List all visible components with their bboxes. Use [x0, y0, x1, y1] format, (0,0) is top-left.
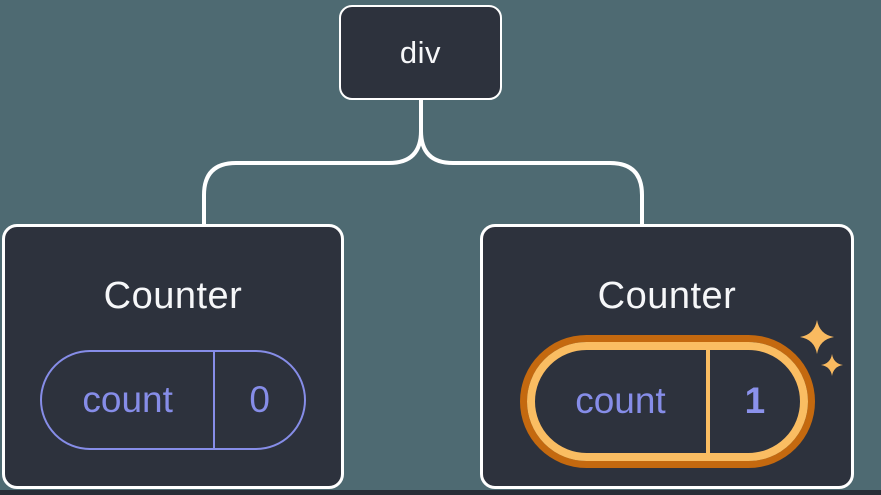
- state-pill-highlighted: count 1: [526, 341, 808, 461]
- card-title: Counter: [103, 275, 243, 317]
- counter-card-right: Counter count 1: [480, 224, 854, 489]
- state-key-label: count: [575, 380, 666, 422]
- state-pill: count 0: [40, 349, 306, 450]
- connector-branch-left: [202, 98, 423, 228]
- state-key-label: count: [82, 378, 173, 420]
- connector-branch-right: [419, 98, 644, 228]
- root-node-label: div: [399, 34, 442, 70]
- counter-card-left: Counter count 0: [2, 224, 344, 489]
- bottom-edge-strip: [0, 490, 881, 495]
- state-value: 0: [213, 351, 304, 448]
- card-title: Counter: [597, 275, 737, 317]
- state-value: 1: [706, 349, 799, 453]
- root-node: div: [339, 5, 502, 100]
